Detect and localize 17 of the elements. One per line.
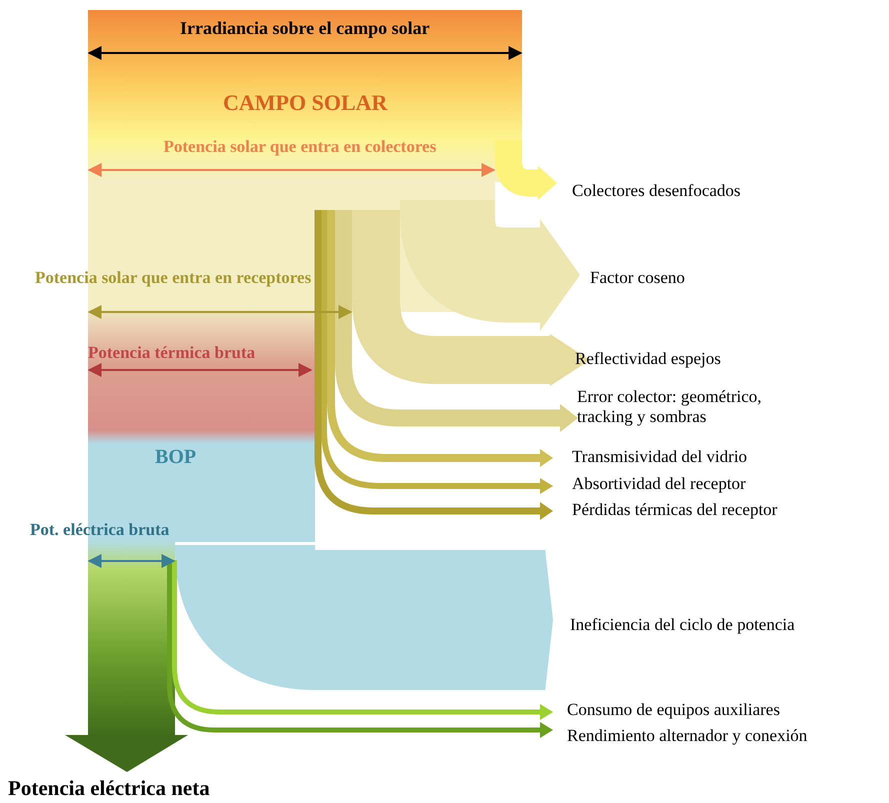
loss-label: Error colector: geométrico, tracking y sombras: [577, 387, 763, 428]
loss-label: Rendimiento alternador y conexión: [567, 726, 808, 746]
loss-label: Absortividad del receptor: [572, 474, 746, 494]
loss-label: Pérdidas térmicas del receptor: [572, 500, 778, 520]
flow-label: Potencia solar que entra en colectores: [164, 137, 436, 158]
section-label: BOP: [155, 445, 196, 469]
loss-label: Reflectividad espejos: [575, 349, 721, 370]
loss-label: Consumo de equipos auxiliares: [567, 700, 780, 720]
loss-label: Colectores desenfocados: [572, 181, 741, 202]
loss-label: Factor coseno: [590, 268, 685, 288]
flow-label: Potencia térmica bruta: [88, 343, 256, 364]
flow-title: Irradiancia sobre el campo solar: [180, 18, 430, 40]
loss-label: Transmisividad del vidrio: [572, 447, 748, 468]
section-label: CAMPO SOLAR: [223, 90, 388, 116]
output-label: Potencia eléctrica neta: [8, 776, 210, 802]
flow-label: Potencia solar que entra en receptores: [35, 268, 312, 288]
loss-label: Ineficiencia del ciclo de potencia: [570, 615, 795, 636]
